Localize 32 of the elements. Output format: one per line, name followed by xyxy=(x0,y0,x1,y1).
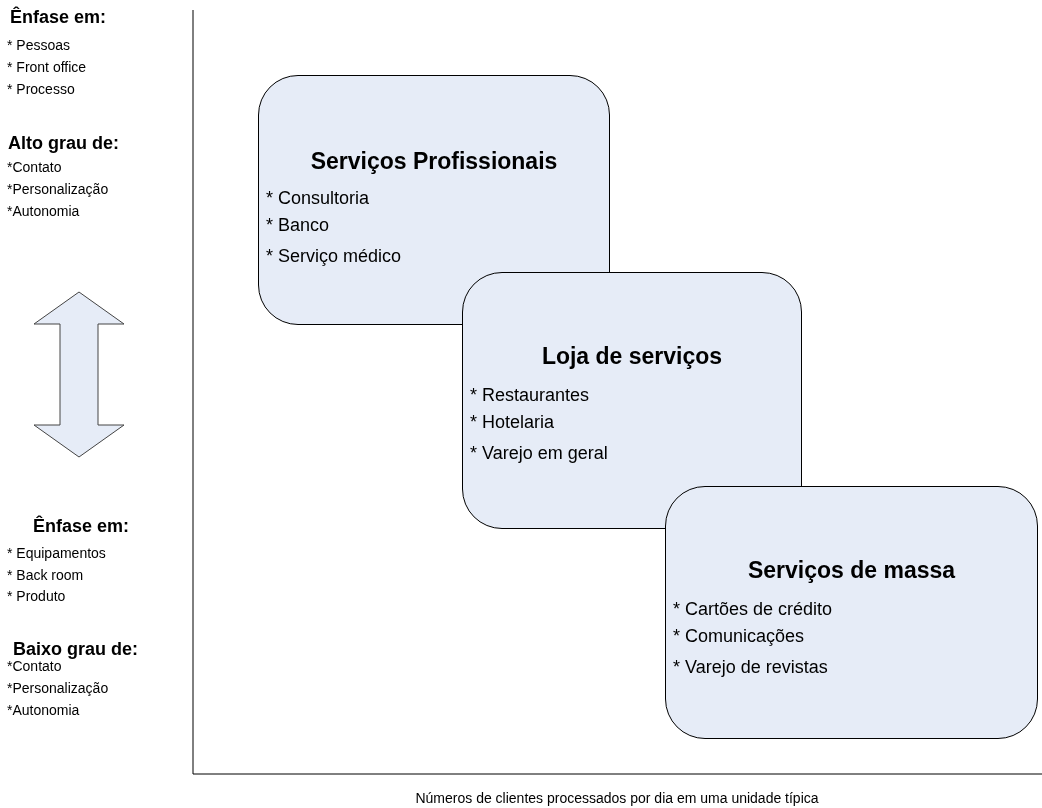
side-list-item: *Autonomia xyxy=(7,702,80,718)
category-box xyxy=(462,272,802,529)
list-item: * Varejo de revistas xyxy=(673,657,828,678)
box-heading: Serviços de massa xyxy=(747,557,956,584)
list-item: * Consultoria xyxy=(266,188,370,209)
side-list-item: * Back room xyxy=(7,567,84,583)
side-list-item: * Equipamentos xyxy=(7,545,106,561)
side-list-item: * Processo xyxy=(7,81,75,97)
list-item: * Comunicações xyxy=(673,626,805,647)
side-heading: Ênfase em: xyxy=(10,7,107,28)
category-box xyxy=(258,75,610,325)
side-list-item: * Produto xyxy=(7,588,66,604)
list-item: * Varejo em geral xyxy=(470,443,608,464)
list-item: * Hotelaria xyxy=(470,412,555,433)
side-list-item: * Front office xyxy=(7,59,87,75)
category-box xyxy=(665,486,1038,739)
side-list-item: * Pessoas xyxy=(7,37,71,53)
list-item: * Banco xyxy=(266,215,330,236)
side-list-item: *Contato xyxy=(7,159,62,175)
side-list-item: *Contato xyxy=(7,658,62,674)
box-heading: Serviços Profissionais xyxy=(310,148,558,175)
list-item: * Restaurantes xyxy=(470,385,590,406)
list-item: * Serviço médico xyxy=(266,246,402,267)
side-list-item: *Personalização xyxy=(7,181,109,197)
side-heading: Alto grau de: xyxy=(8,133,119,154)
side-heading: Ênfase em: xyxy=(33,516,130,537)
axis-label: Números de clientes processados por dia em uma unidade típica xyxy=(415,790,819,806)
side-list-item: *Personalização xyxy=(7,680,109,696)
side-heading: Baixo grau de: xyxy=(13,639,139,660)
side-list-item: *Autonomia xyxy=(7,203,80,219)
box-heading: Loja de serviços xyxy=(541,343,723,370)
list-item: * Cartões de crédito xyxy=(673,599,833,620)
